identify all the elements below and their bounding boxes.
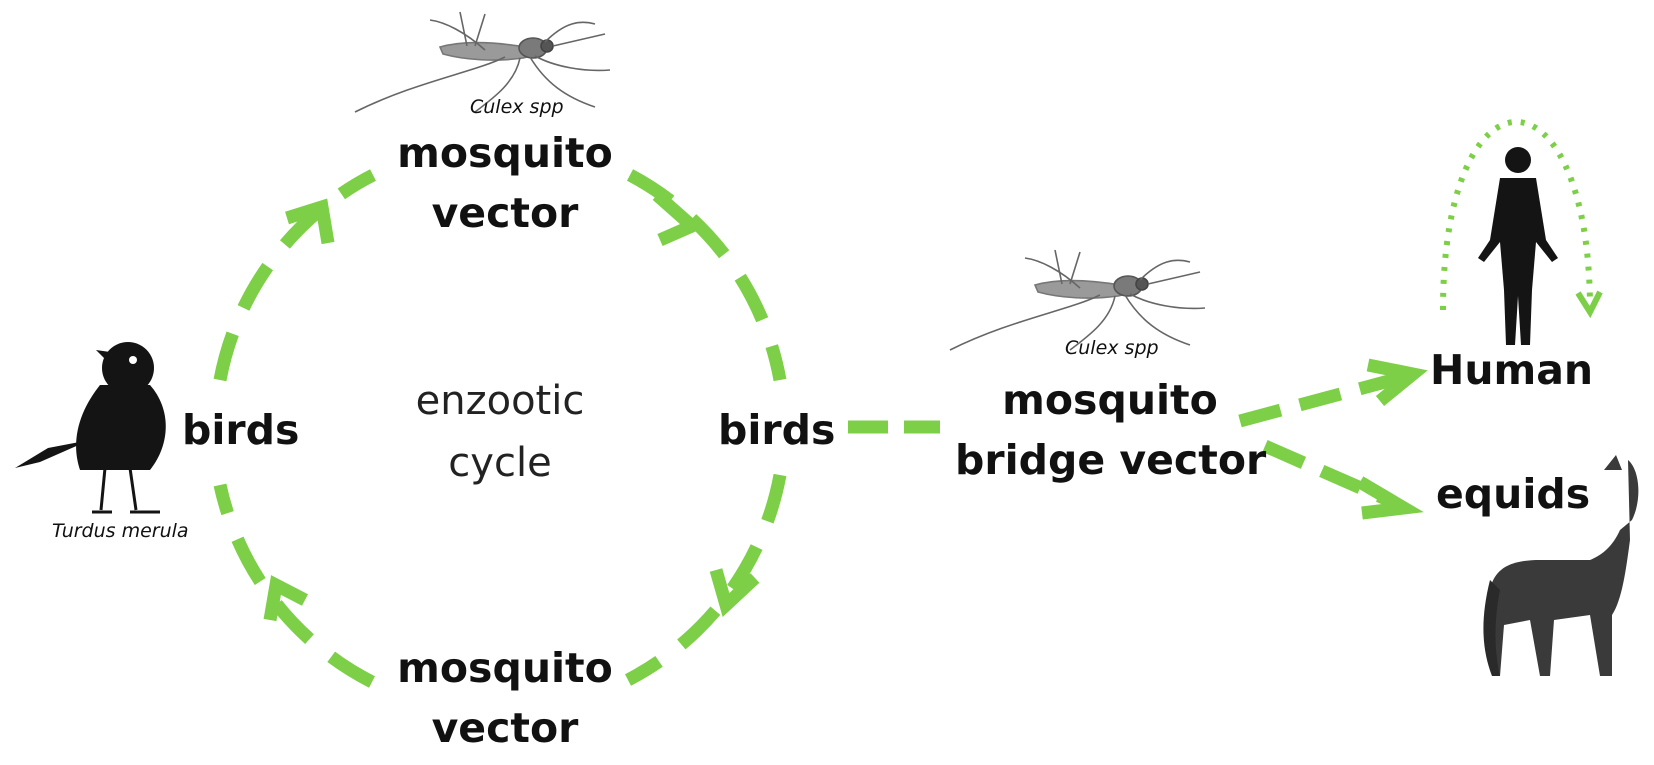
center-line-1: enzootic	[415, 378, 585, 424]
human-dotted-arc	[1440, 118, 1593, 311]
right-birds-label: birds	[718, 406, 836, 454]
cycle-dash-top-right	[626, 169, 787, 382]
cycle-dash-bottom-left	[213, 483, 375, 688]
bridge-to-equids-dash	[1262, 440, 1398, 509]
cycle-arrowhead-upper-left	[285, 198, 335, 245]
enzootic-cycle-label: enzootic cycle	[395, 381, 605, 483]
bottom-mosquito-vector-label: mosquito vector	[395, 648, 615, 749]
top-vector-line-2: vector	[431, 189, 579, 237]
center-line-2: cycle	[448, 440, 552, 486]
mosquito-icon	[354, 11, 611, 113]
cycle-arrowhead-lower-right	[709, 568, 760, 617]
enzootic-cycle-arrows	[213, 169, 787, 688]
mosquito-bridge-icon	[949, 249, 1206, 351]
cycle-dash-left-upper	[213, 169, 376, 382]
bridge-vector-label: mosquito bridge vector	[955, 376, 1267, 484]
human-arrowhead	[1366, 358, 1428, 407]
human-icon	[1478, 147, 1558, 345]
human-label: Human	[1430, 346, 1594, 394]
cycle-dash-right-lower	[625, 473, 787, 686]
top-vector-line-1: mosquito	[397, 129, 613, 177]
bottom-vector-line-1: mosquito	[397, 644, 613, 692]
human-arc-arrowhead	[1575, 290, 1603, 319]
bridge-line-1: mosquito	[1002, 376, 1218, 424]
blackbird-icon	[15, 342, 166, 514]
mosquito-species-label: Culex spp	[470, 96, 564, 118]
left-birds-label: birds	[182, 406, 300, 454]
equids-arrowhead	[1356, 476, 1424, 520]
bridge-arrows	[848, 118, 1603, 520]
equids-label: equids	[1436, 470, 1591, 518]
horse-icon	[1483, 455, 1639, 676]
cycle-arrowhead-upper-right	[652, 190, 704, 246]
bottom-vector-line-2: vector	[431, 704, 579, 752]
bird-species-label: Turdus merula	[52, 520, 189, 542]
bridge-to-human-dash	[1238, 371, 1402, 428]
bridge-line-2: bridge vector	[955, 436, 1267, 484]
bridge-mosquito-species-label: Culex spp	[1065, 337, 1159, 359]
top-mosquito-vector-label: mosquito vector	[395, 133, 615, 234]
cycle-arrowhead-lower-left	[263, 575, 308, 622]
